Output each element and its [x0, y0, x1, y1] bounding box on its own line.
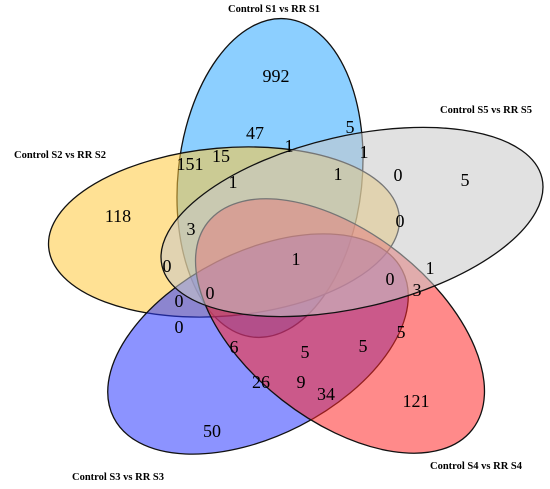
- set-title-s3: Control S3 vs RR S3: [72, 472, 164, 483]
- region-count-label: 47: [246, 123, 264, 143]
- set-title-s5: Control S5 vs RR S5: [440, 105, 532, 116]
- region-count-label: 121: [403, 391, 430, 411]
- set-title-s2: Control S2 vs RR S2: [14, 150, 106, 161]
- set-title-s1: Control S1 vs RR S1: [228, 4, 320, 15]
- region-count-label: 50: [203, 421, 221, 441]
- region-count-label: 34: [317, 384, 335, 404]
- region-count-label: 1: [229, 172, 238, 192]
- region-count-label: 3: [413, 280, 422, 300]
- region-count-label: 0: [386, 269, 395, 289]
- region-count-label: 1: [285, 136, 294, 156]
- region-count-label: 1: [334, 164, 343, 184]
- region-count-label: 15: [212, 146, 230, 166]
- region-count-label: 151: [177, 154, 204, 174]
- set-title-s4: Control S4 vs RR S4: [430, 461, 523, 472]
- region-count-label: 992: [263, 66, 290, 86]
- region-count-label: 0: [206, 283, 215, 303]
- region-count-label: 5: [346, 117, 355, 137]
- region-count-label: 0: [394, 165, 403, 185]
- set-titles: Control S1 vs RR S1 Control S2 vs RR S2 Co…: [14, 4, 532, 483]
- region-count-label: 3: [187, 219, 196, 239]
- region-count-label: 1: [292, 249, 301, 269]
- set-ellipse-s5: [160, 126, 544, 318]
- region-count-label: 26: [252, 372, 270, 392]
- region-count-label: 0: [175, 291, 184, 311]
- region-count-label: 5: [397, 322, 406, 342]
- region-count-label: 1: [426, 258, 435, 278]
- region-count-label: 0: [163, 256, 172, 276]
- set-ellipses: [47, 17, 544, 455]
- region-count-label: 5: [461, 170, 470, 190]
- region-count-label: 0: [396, 211, 405, 231]
- region-count-label: 6: [230, 337, 239, 357]
- region-count-label: 5: [359, 336, 368, 356]
- region-count-label: 9: [297, 372, 306, 392]
- region-count-label: 5: [301, 342, 310, 362]
- region-count-label: 0: [175, 317, 184, 337]
- region-count-label: 118: [105, 206, 131, 226]
- region-count-label: 1: [360, 142, 369, 162]
